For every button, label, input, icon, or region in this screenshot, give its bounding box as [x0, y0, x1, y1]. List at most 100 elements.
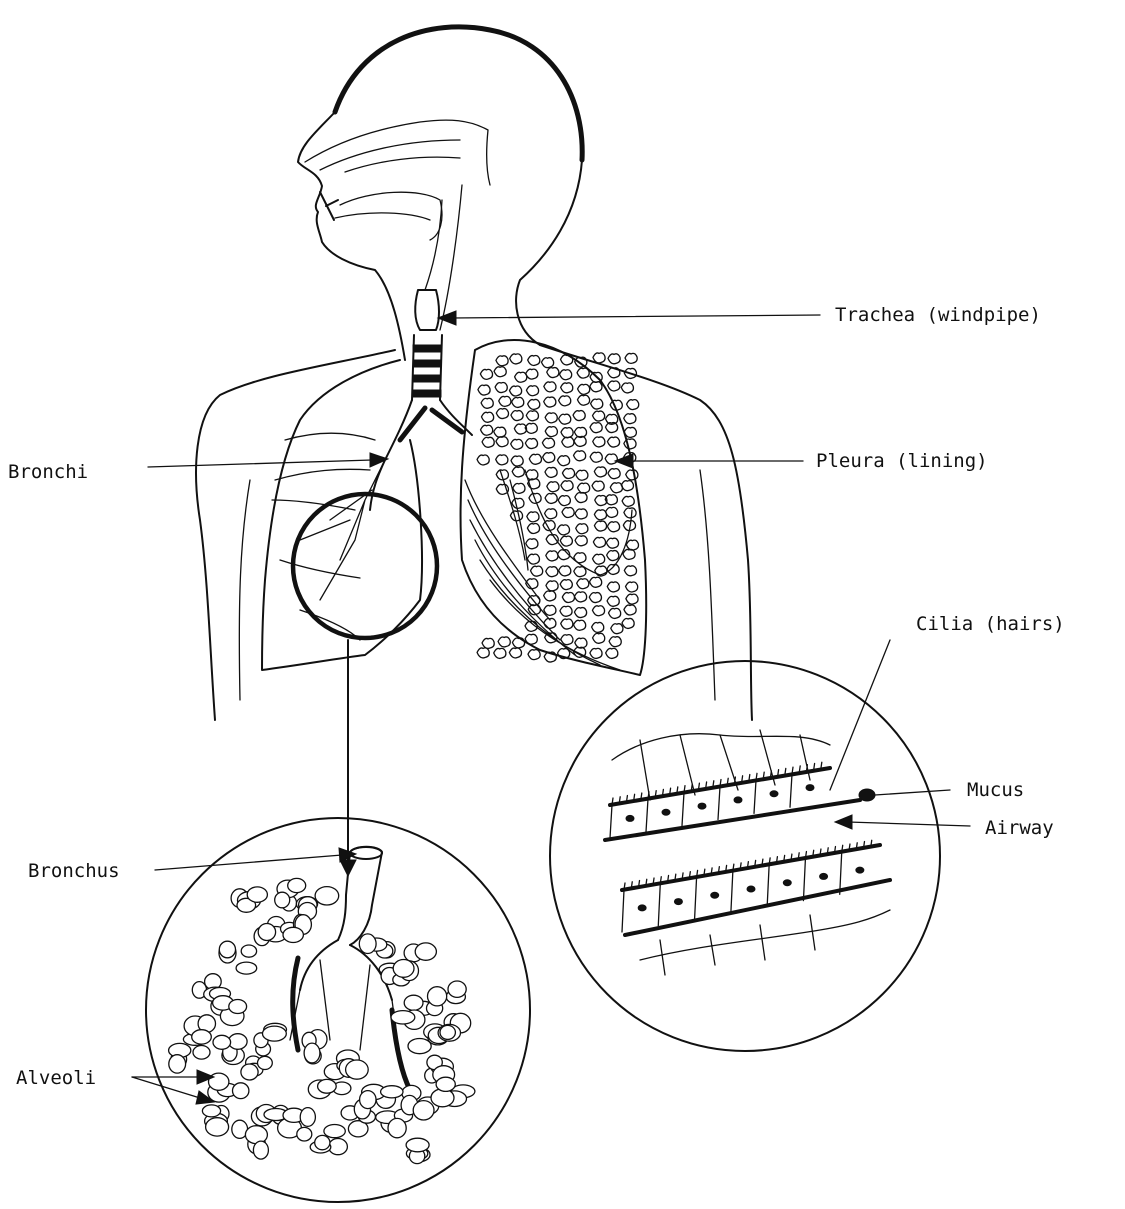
lung-alveolar-cell	[594, 510, 606, 520]
cell-boundary	[767, 865, 769, 907]
lung-alveolar-cell	[559, 396, 571, 406]
cell-nucleus	[783, 880, 791, 886]
upper-epithelium-bottom	[605, 800, 860, 840]
pharynx-back	[440, 185, 462, 330]
trachea-ring	[413, 345, 441, 352]
lung-alveolar-cell	[624, 427, 636, 437]
cell-nucleus	[747, 886, 755, 892]
lung-alveolar-cell	[480, 369, 492, 379]
alveolus-sac	[213, 1035, 231, 1049]
bronchus-leader	[155, 855, 342, 870]
lung-alveolar-cell	[607, 596, 619, 606]
bronchus-opening	[350, 847, 382, 859]
cell-nucleus	[638, 905, 646, 911]
lung-alveolar-cell	[545, 413, 557, 423]
alveoli-closeup	[146, 818, 530, 1202]
lung-texture	[477, 353, 639, 662]
alveolus-sac	[283, 927, 303, 942]
lung-alveolar-cell	[528, 399, 540, 409]
lung-alveolar-cell	[607, 564, 619, 574]
alveolus-sac	[247, 887, 267, 902]
alveolus-sac	[404, 995, 423, 1010]
lung-alveolar-cell	[561, 383, 573, 393]
lung-alveolar-cell	[547, 368, 559, 378]
alveolus-sac	[288, 878, 306, 892]
lung-alveolar-cell	[526, 369, 538, 379]
lung-alveolar-cell	[512, 397, 524, 407]
alveolus-sac	[241, 945, 256, 957]
cell-boundary	[658, 884, 660, 926]
cell-boundary	[718, 787, 720, 820]
cell-boundary	[622, 890, 624, 932]
bronchi-leader	[148, 460, 372, 467]
lung-alveolar-cell	[592, 622, 604, 632]
alveolus-sac	[193, 1046, 210, 1060]
alveolus-sac	[297, 1127, 312, 1141]
lung-alveolar-cell	[626, 470, 638, 480]
trachea-ring	[413, 360, 441, 367]
lung-alveolar-cell	[542, 438, 554, 448]
lung-alveolar-cell	[590, 452, 602, 462]
label-bronchi: Bronchi	[8, 461, 88, 483]
lung-alveolar-cell	[573, 451, 585, 461]
lung-alveolar-cell	[577, 395, 589, 405]
alveolus-sac	[236, 962, 257, 974]
alveolus-sac	[415, 943, 436, 960]
left-lung	[262, 360, 422, 670]
lung-alveolar-cell	[609, 608, 621, 618]
lung-alveolar-cell	[494, 427, 506, 437]
lung-alveolar-cell	[608, 469, 620, 479]
alveolus-sac	[315, 1135, 330, 1149]
lung-alveolar-cell	[527, 512, 539, 522]
lung-alveolar-cell	[545, 467, 557, 477]
leader-lines	[132, 311, 970, 1104]
alveoli-cluster	[169, 878, 475, 1163]
lung-alveolar-cell	[495, 383, 507, 393]
lung-alveolar-cell	[574, 592, 586, 602]
lung-alveolar-cell	[593, 437, 605, 447]
lung-alveolar-cell	[606, 538, 618, 548]
lung-alveolar-cell	[590, 577, 602, 587]
cell-nucleus	[711, 892, 719, 898]
lung-alveolar-cell	[577, 579, 589, 589]
labels: Trachea (windpipe) Pleura (lining) Bronc…	[8, 304, 1065, 1089]
cell-boundary	[790, 774, 792, 807]
alveolus-sac	[360, 1091, 376, 1109]
alveolus-sac	[428, 987, 447, 1006]
lung-alveolar-cell	[496, 356, 508, 366]
lung-alveolar-cell	[624, 439, 636, 449]
lung-alveolar-cell	[560, 606, 572, 616]
right-lung	[461, 340, 647, 675]
lung-alveolar-cell	[546, 581, 558, 591]
bronchi	[300, 400, 472, 600]
lung-alveolar-cell	[494, 367, 506, 377]
lung-alveolar-cell	[626, 540, 638, 550]
lung-alveolar-cell	[608, 368, 620, 378]
lung-alveolar-cell	[578, 483, 590, 493]
cell-nucleus	[856, 867, 864, 873]
label-mucus: Mucus	[967, 779, 1024, 801]
lung-alveolar-cell	[594, 521, 606, 531]
lung-alveolar-cell	[626, 582, 638, 592]
cell-boundary	[803, 859, 805, 901]
lung-alveolar-cell	[590, 423, 602, 433]
lung-alveolar-cell	[496, 409, 508, 419]
oral-cavity	[340, 192, 442, 240]
upper-tissue-divisions	[640, 730, 810, 800]
lung-alveolar-cell	[544, 591, 556, 601]
lung-alveolar-cell	[575, 536, 587, 546]
lung-alveolar-cell	[526, 386, 538, 396]
cilia-circle	[550, 661, 940, 1051]
lung-alveolar-cell	[560, 370, 572, 380]
lower-cell-layer	[622, 840, 872, 932]
lung-alveolar-cell	[594, 467, 606, 477]
lung-alveolar-cell	[593, 633, 605, 643]
lung-alveolar-cell	[528, 355, 540, 365]
lung-alveolar-cell	[574, 620, 586, 630]
lung-alveolar-cell	[558, 496, 570, 506]
lung-alveolar-cell	[544, 382, 556, 392]
lung-alveolar-cell	[525, 634, 537, 644]
alveolus-sac	[206, 1118, 229, 1136]
lung-alveolar-cell	[531, 566, 543, 576]
